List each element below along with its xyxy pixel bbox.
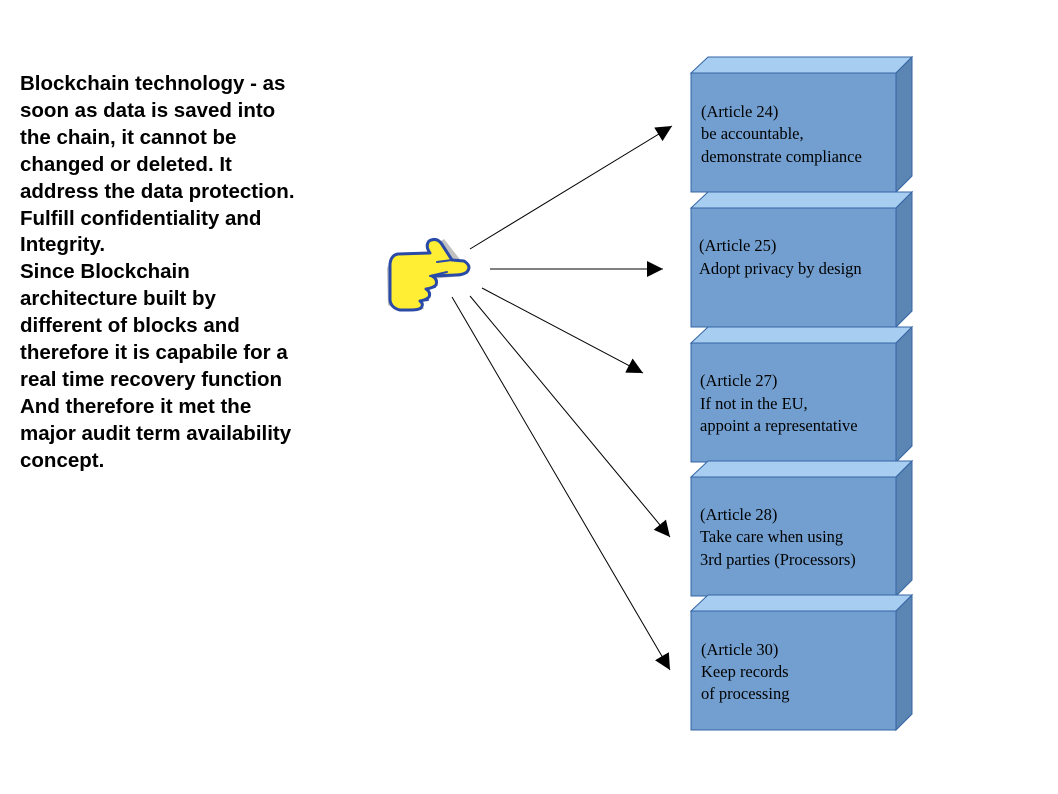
box-top-face (689, 326, 914, 344)
box-side-face (895, 190, 913, 329)
intro-line: Fulfill confidentiality and (20, 206, 262, 230)
box-top-face (689, 56, 914, 74)
intro-line: real time recovery function (20, 367, 283, 391)
article-28-line: 3rd parties (Processors) (700, 550, 856, 569)
article-27-box: (Article 27) If not in the EU, appoint a… (689, 325, 914, 464)
article-24-title: (Article 24) (701, 102, 778, 121)
intro-line: architecture built by (20, 287, 216, 311)
intro-line: soon as data is saved into (20, 98, 276, 122)
box-front-face (690, 207, 897, 328)
intro-line: changed or deleted. It (20, 152, 232, 176)
intro-line: Blockchain technology - as (20, 72, 286, 95)
box-side-face (895, 55, 913, 194)
box-side-face (895, 325, 913, 464)
arrow-to-article-30 (451, 296, 671, 671)
intro-line: address the data protection. (20, 179, 295, 203)
intro-line: Integrity. (20, 233, 106, 257)
arrow-to-article-27 (481, 287, 644, 374)
article-24-line: demonstrate compliance (701, 147, 862, 166)
box-side-face (895, 459, 913, 598)
intro-line: different of blocks and (20, 314, 240, 338)
article-27-title: (Article 27) (700, 371, 777, 390)
article-24-line: be accountable, (701, 124, 804, 143)
box-top-face (689, 191, 914, 209)
article-27-line: If not in the EU, (700, 394, 808, 413)
box-top-face (689, 594, 914, 612)
article-28-line: Take care when using (700, 527, 843, 546)
article-28-box: (Article 28) Take care when using 3rd pa… (689, 459, 914, 598)
article-28-title: (Article 28) (700, 505, 777, 524)
intro-paragraph: Blockchain technology - as soon as data … (20, 71, 360, 475)
intro-line: therefore it is capabile for a (20, 341, 288, 365)
intro-line: concept. (20, 448, 105, 472)
box-front-face (690, 610, 897, 731)
intro-line: major audit term availability (20, 421, 292, 445)
article-30-box: (Article 30) Keep records of processing (689, 593, 914, 732)
article-30-line: of processing (701, 684, 789, 703)
box-top-face (689, 460, 914, 478)
article-25-title: (Article 25) (699, 236, 776, 255)
article-30-line: Keep records (701, 662, 789, 681)
arrow-to-article-28 (469, 295, 671, 538)
pointing-hand-icon (387, 237, 471, 312)
intro-line: Since Blockchain (20, 260, 190, 284)
article-25-line: Adopt privacy by design (699, 259, 862, 278)
box-front-face (690, 72, 897, 193)
box-side-face (895, 593, 913, 732)
intro-line: And therefore it met the (20, 394, 252, 418)
article-24-box: (Article 24) be accountable, demonstrate… (689, 55, 914, 194)
box-front-face (690, 476, 897, 597)
intro-line: the chain, it cannot be (20, 125, 237, 149)
article-30-title: (Article 30) (701, 640, 778, 659)
article-27-line: appoint a representative (700, 416, 858, 435)
arrow-to-article-24 (469, 125, 673, 250)
article-25-box: (Article 25) Adopt privacy by design (689, 190, 914, 329)
